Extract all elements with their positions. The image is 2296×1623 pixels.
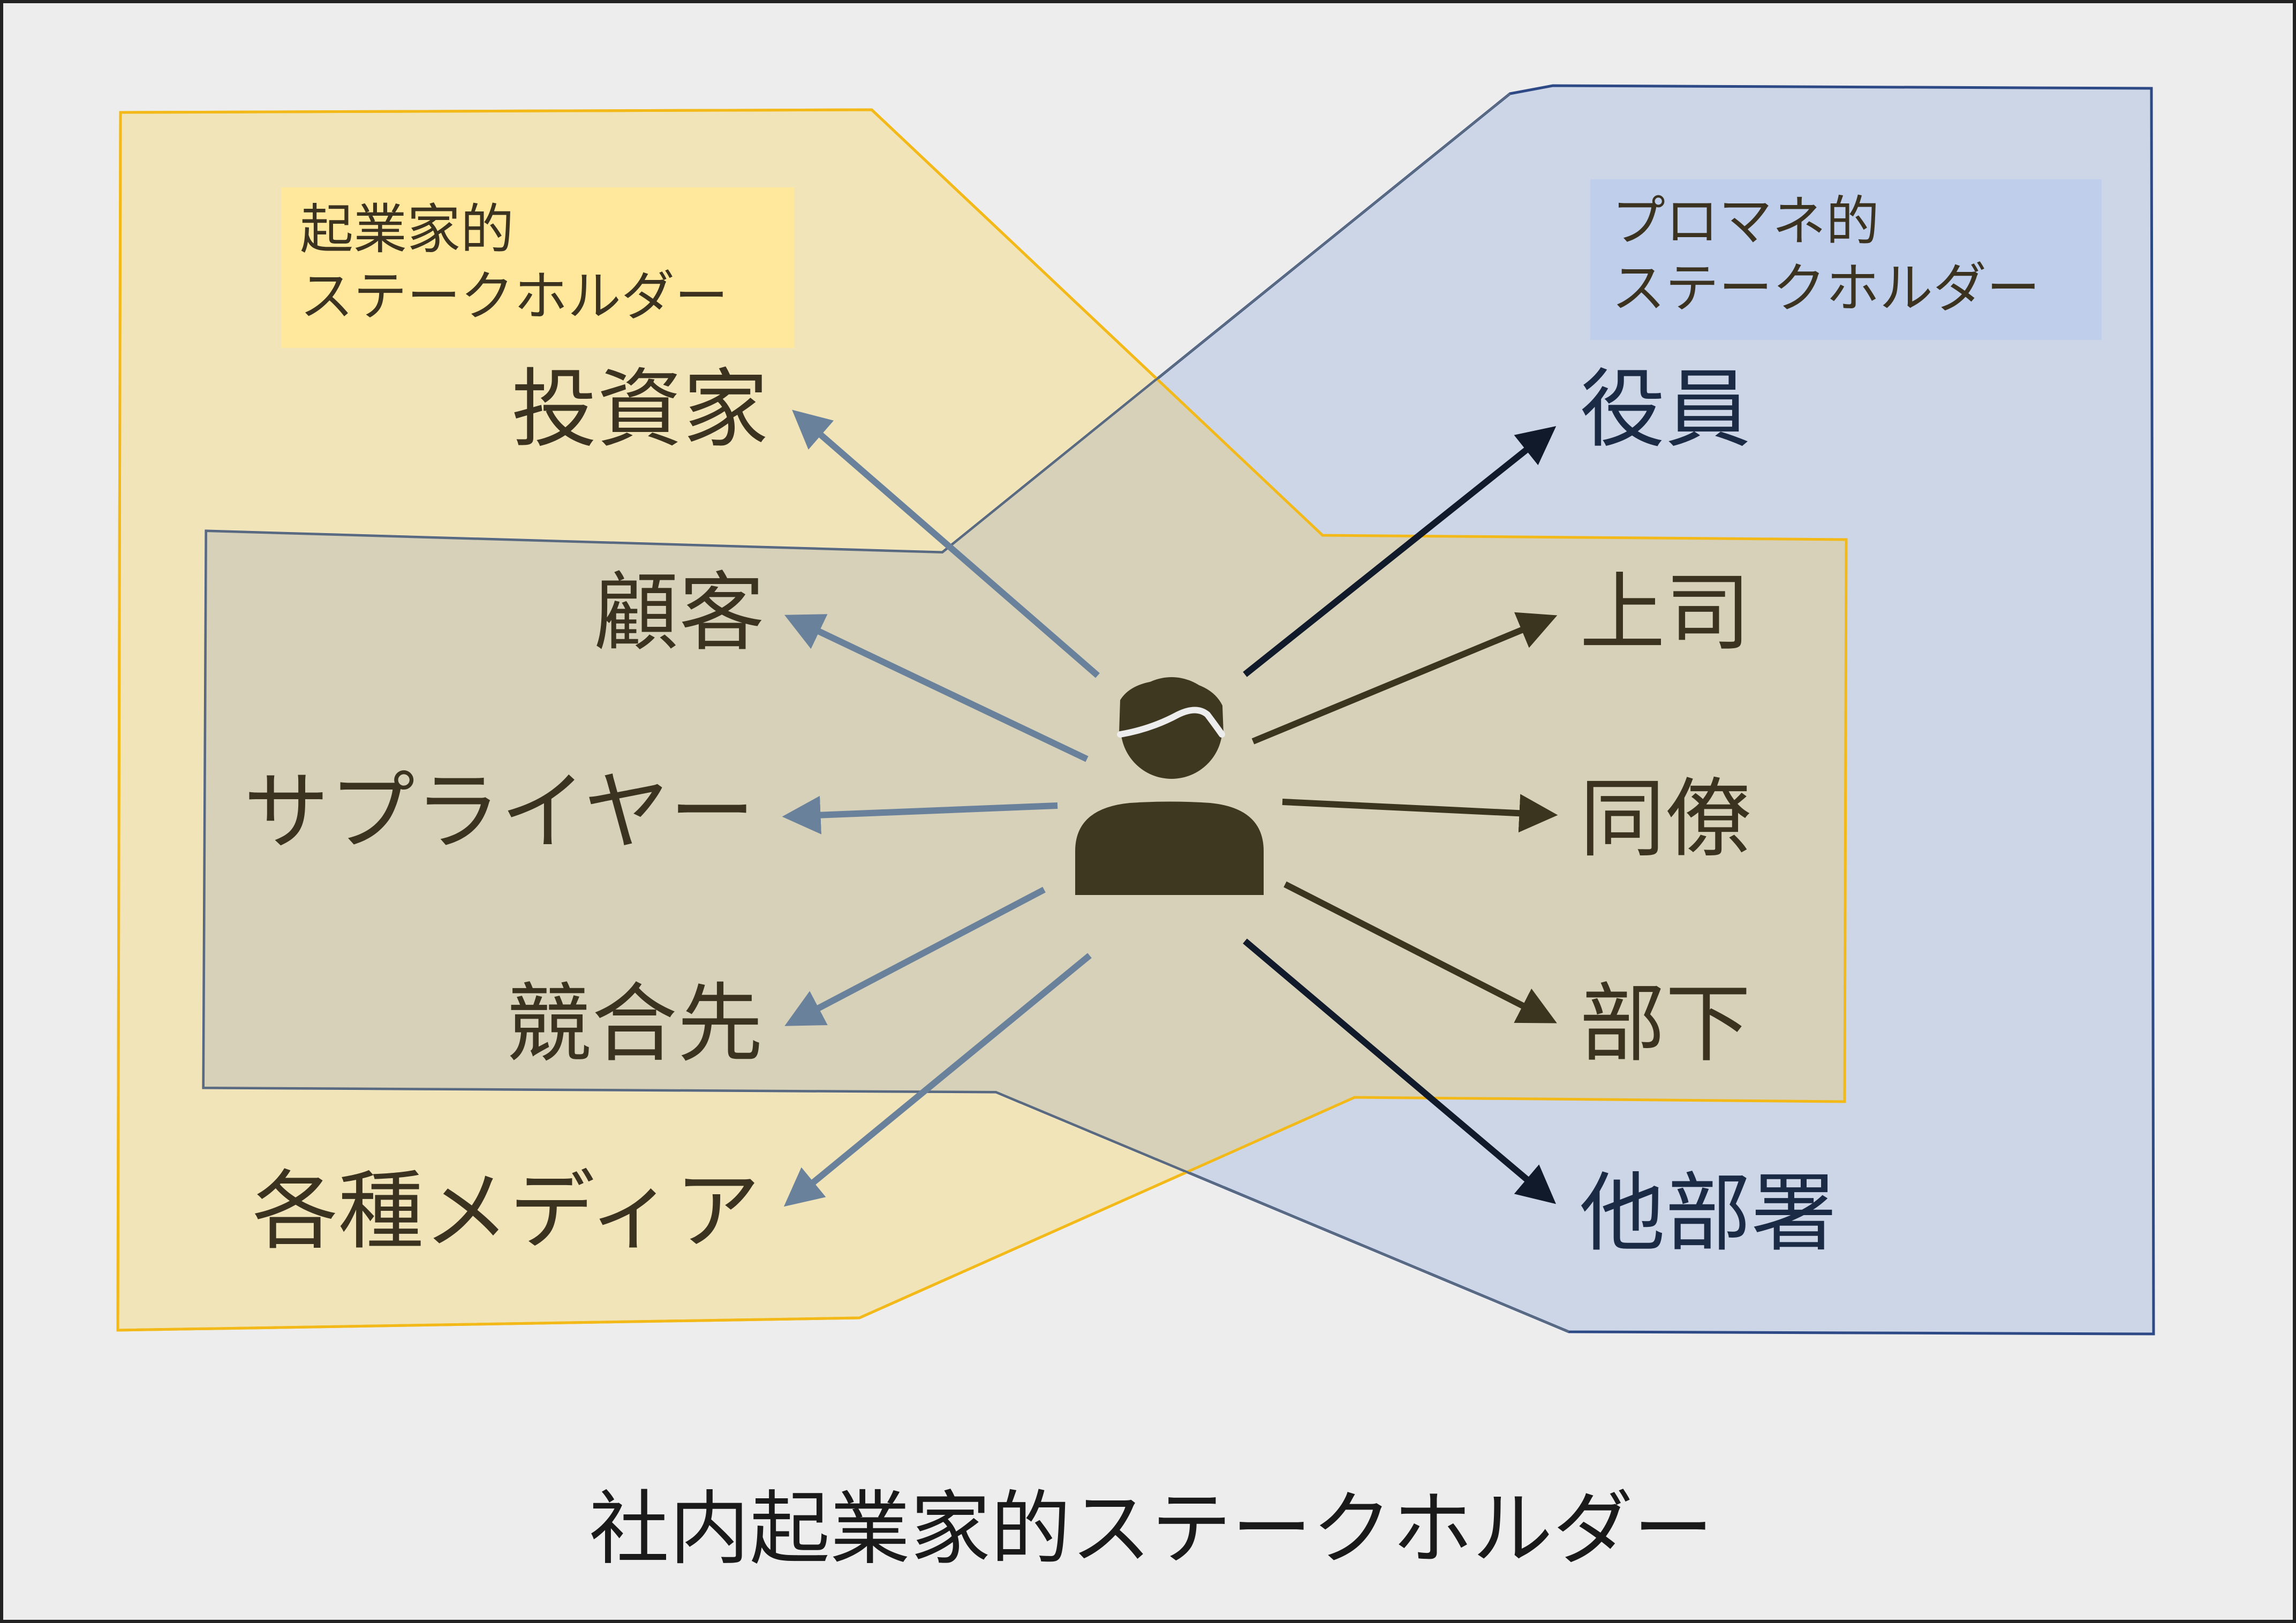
entrepreneur-label-line2: ステークホルダー xyxy=(300,265,728,328)
stakeholder-executive: 役員 xyxy=(1580,359,1751,459)
entrepreneur-label-line1: 起業家的 xyxy=(300,198,514,261)
arrow-other-department xyxy=(1243,938,1556,1204)
stakeholder-customer: 顧客 xyxy=(593,563,765,663)
stakeholder-other-department: 他部署 xyxy=(1580,1163,1837,1263)
arrow-competitor xyxy=(784,886,1046,1026)
arrow-investor xyxy=(792,409,1100,678)
stakeholder-colleague: 同僚 xyxy=(1580,769,1751,869)
stakeholder-media: 各種メディア xyxy=(252,1161,760,1261)
pm-region-outline-left xyxy=(202,93,1569,1333)
arrow-subordinate xyxy=(1283,881,1557,1023)
stakeholder-investor: 投資家 xyxy=(511,359,768,459)
arrow-customer xyxy=(784,614,1089,762)
entrepreneur-region-outline xyxy=(116,108,1848,1332)
arrow-colleague xyxy=(1282,794,1558,833)
diagram-title: 社内起業家的ステークホルダー xyxy=(589,1483,1713,1576)
pm-label-line2: ステークホルダー xyxy=(1612,257,2040,320)
arrow-supplier xyxy=(782,795,1058,835)
entrepreneur-label-box xyxy=(281,187,794,348)
stakeholder-supplier: サプライヤー xyxy=(244,762,755,862)
pm-label-line1: プロマネ的 xyxy=(1612,190,1879,253)
pm-label-box xyxy=(1590,179,2102,340)
stakeholder-subordinate: 部下 xyxy=(1580,974,1751,1074)
stakeholder-boss: 上司 xyxy=(1580,563,1751,663)
stakeholder-competitor: 競合先 xyxy=(506,974,763,1074)
arrow-media xyxy=(783,953,1092,1207)
arrow-boss xyxy=(1251,612,1558,745)
arrow-executive xyxy=(1243,426,1557,677)
person-icon xyxy=(1075,677,1264,895)
